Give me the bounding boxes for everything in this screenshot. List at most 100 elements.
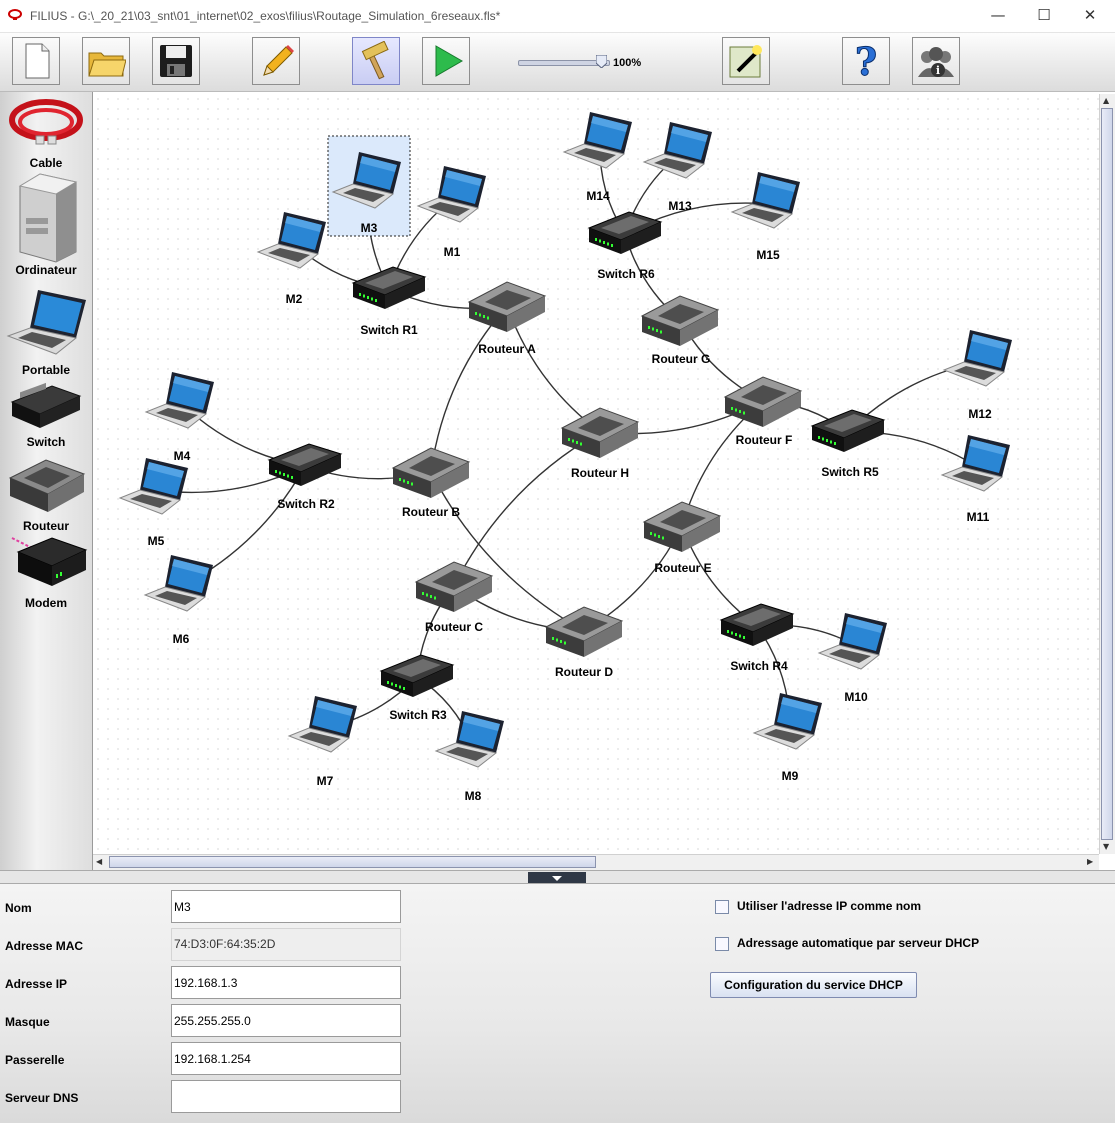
dns-server-input[interactable] xyxy=(171,1080,401,1113)
open-folder-button[interactable] xyxy=(82,37,130,85)
node-rf[interactable]: Routeur F xyxy=(723,376,803,447)
switch-icon xyxy=(351,266,427,309)
node-sr3[interactable]: Switch R3 xyxy=(379,654,455,722)
node-label: Switch R4 xyxy=(730,659,788,673)
ip-address-input[interactable] xyxy=(171,966,401,999)
node-m12[interactable]: M12 xyxy=(942,330,1012,421)
node-label: Routeur C xyxy=(425,620,483,634)
palette-laptop[interactable]: Portable xyxy=(0,284,92,380)
node-sr6[interactable]: Switch R6 xyxy=(587,211,663,281)
node-rd[interactable]: Routeur D xyxy=(544,606,624,679)
save-button[interactable] xyxy=(152,37,200,85)
palette-switch-label: Switch xyxy=(26,435,66,449)
build-mode-button[interactable] xyxy=(352,37,400,85)
about-icon: i xyxy=(918,47,954,77)
node-m10[interactable]: M10 xyxy=(817,613,887,704)
new-file-button[interactable] xyxy=(12,37,60,85)
switch-icon xyxy=(267,443,343,486)
minimize-button[interactable]: — xyxy=(990,6,1006,24)
about-button[interactable]: i xyxy=(912,37,960,85)
node-label: M3 xyxy=(361,221,378,235)
laptop-icon xyxy=(416,166,486,223)
mac-label: Adresse MAC xyxy=(5,939,84,953)
node-m3[interactable]: M3 xyxy=(327,135,411,237)
node-label: M1 xyxy=(444,245,461,259)
use-ip-as-name-checkbox[interactable] xyxy=(715,900,729,914)
node-label: M14 xyxy=(586,189,610,203)
cable-link[interactable] xyxy=(430,471,585,632)
cable-link[interactable] xyxy=(506,305,601,433)
node-m13[interactable]: M13 xyxy=(642,122,712,213)
node-rg[interactable]: Routeur G xyxy=(640,295,720,366)
node-ra[interactable]: Routeur A xyxy=(467,281,547,356)
wizard-button[interactable] xyxy=(722,37,770,85)
switch-icon xyxy=(810,409,886,452)
dhcp-auto-label: Adressage automatique par serveur DHCP xyxy=(737,936,980,950)
node-m8[interactable]: M8 xyxy=(434,711,504,803)
palette-router[interactable]: Routeur xyxy=(0,456,92,534)
node-label: Switch R5 xyxy=(821,465,879,479)
palette-cable-label: Cable xyxy=(29,156,63,170)
node-label: Routeur E xyxy=(654,561,711,575)
dhcp-config-button[interactable]: Configuration du service DHCP xyxy=(710,972,917,998)
dhcp-auto-checkbox[interactable] xyxy=(715,937,729,951)
palette-computer[interactable]: Ordinateur xyxy=(0,172,92,282)
node-m14[interactable]: M14 xyxy=(562,112,632,203)
zoom-slider[interactable] xyxy=(518,60,610,66)
collapse-panel-button[interactable] xyxy=(528,872,586,883)
node-m4[interactable]: M4 xyxy=(144,372,214,463)
node-m7[interactable]: M7 xyxy=(287,696,357,788)
node-rh[interactable]: Routeur H xyxy=(560,407,640,480)
close-button[interactable]: ✕ xyxy=(1083,6,1097,24)
properties-panel xyxy=(0,884,1115,1123)
laptop-icon xyxy=(331,152,401,209)
zoom-slider-knob[interactable] xyxy=(596,55,607,68)
help-button[interactable]: ? xyxy=(842,37,890,85)
node-sr5[interactable]: Switch R5 xyxy=(810,409,886,479)
scroll-up-arrow-icon[interactable]: ▲ xyxy=(1103,96,1110,105)
laptop-icon xyxy=(942,330,1012,387)
node-rb[interactable]: Routeur B xyxy=(391,447,471,519)
switch-icon xyxy=(379,654,455,697)
cable-icon xyxy=(9,99,83,145)
node-re[interactable]: Routeur E xyxy=(642,501,722,575)
node-m15[interactable]: M15 xyxy=(730,172,800,262)
node-sr1[interactable]: Switch R1 xyxy=(351,266,427,337)
run-simulation-button[interactable] xyxy=(422,37,470,85)
vertical-scroll-thumb[interactable] xyxy=(1101,108,1113,840)
maximize-button[interactable]: ☐ xyxy=(1037,6,1051,24)
node-rc[interactable]: Routeur C xyxy=(414,561,494,634)
palette-computer-label: Ordinateur xyxy=(15,263,77,277)
scroll-right-arrow-icon[interactable]: ▶ xyxy=(1087,857,1094,866)
cable-link[interactable] xyxy=(453,431,601,587)
node-label: Routeur F xyxy=(736,433,793,447)
gateway-input[interactable] xyxy=(171,1042,401,1075)
scroll-down-arrow-icon[interactable]: ▼ xyxy=(1103,842,1110,851)
node-sr2[interactable]: Switch R2 xyxy=(267,443,343,511)
node-m6[interactable]: M6 xyxy=(143,555,213,646)
horizontal-scroll-thumb[interactable] xyxy=(109,856,596,868)
palette-switch[interactable]: Switch xyxy=(0,382,92,454)
horizontal-scrollbar[interactable]: ◀ ▶ xyxy=(93,854,1099,870)
node-m2[interactable]: M2 xyxy=(256,212,326,306)
palette-cable[interactable]: Cable xyxy=(0,96,92,174)
node-m9[interactable]: M9 xyxy=(752,693,822,783)
node-sr4[interactable]: Switch R4 xyxy=(719,603,795,673)
node-m5[interactable]: M5 xyxy=(118,458,188,548)
scroll-left-arrow-icon[interactable]: ◀ xyxy=(96,857,103,866)
cable-link[interactable] xyxy=(430,305,508,473)
design-mode-button[interactable] xyxy=(252,37,300,85)
vertical-scrollbar[interactable]: ▲ ▼ xyxy=(1099,94,1115,854)
node-label: M12 xyxy=(968,407,992,421)
node-m11[interactable]: M11 xyxy=(940,435,1010,524)
palette-modem[interactable]: Modem xyxy=(0,534,92,614)
node-m1[interactable]: M1 xyxy=(416,166,486,259)
node-label: M8 xyxy=(465,789,482,803)
laptop-icon xyxy=(642,122,712,179)
name-input[interactable] xyxy=(171,890,401,923)
dns-label: Serveur DNS xyxy=(5,1091,79,1105)
panel-splitter[interactable] xyxy=(0,870,1115,884)
subnet-mask-input[interactable] xyxy=(171,1004,401,1037)
